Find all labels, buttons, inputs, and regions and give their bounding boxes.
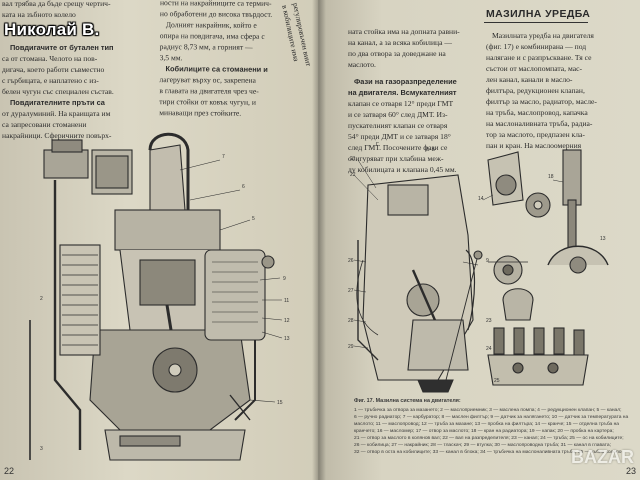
text-line: вал трябва да бъде срещу чертич-	[2, 0, 111, 8]
text-line: по два отвора за доведжане на	[348, 49, 446, 58]
svg-text:3: 3	[40, 446, 43, 452]
caption-line: маслото; 11 — маслопровод; 12 — тръба за…	[354, 422, 620, 427]
page-number-right: 23	[626, 466, 637, 476]
figure-marker: Г	[376, 142, 379, 148]
text-line: пускателният клапан се отваря	[348, 121, 448, 130]
text-line: осигуряват при хлабина меж-	[348, 154, 444, 163]
text-line: лен канал, канали в масло-	[486, 75, 573, 84]
text-line: на тръба, маслопровод, капачка	[486, 108, 588, 117]
svg-text:26: 26	[348, 258, 354, 264]
svg-text:21: 21	[350, 156, 356, 162]
text-line: след ГМТ. Посочените фази се	[348, 143, 448, 152]
text-line: с гърбицата, е наплатено с из-	[2, 76, 99, 85]
text-line: на маслоналивната тръба, радиа-	[486, 119, 593, 128]
text-line: Фази на газоразпределение	[354, 77, 457, 86]
text-line: филтър за масло, радиатор, масле-	[486, 97, 597, 106]
text-line: белен чугун със специален състав.	[2, 87, 114, 96]
engine-section-figure: 7 6 5 9 11 12 13 15 2 3	[29, 132, 290, 461]
svg-text:9: 9	[486, 258, 489, 264]
caption-line: 26 — кобилица; 27 — накрайник; 28 — тлас…	[354, 443, 611, 448]
text-line: тор за маслото, предпазен кла-	[486, 130, 585, 139]
text-line: ката на зъбното колело	[2, 10, 76, 19]
left-page: вал трябва да бъде срещу чертич- ката на…	[0, 0, 318, 480]
text-line: са от стомана. Челото на пов-	[2, 54, 98, 63]
svg-text:14: 14	[478, 196, 484, 202]
svg-text:15: 15	[277, 400, 283, 406]
text-line: налягане и с разпръскване. Тя се	[486, 53, 592, 62]
text-line: клапан се отваря 12° преди ГМТ	[348, 99, 454, 108]
text-line: ду кобилицата и клапана 0,45 мм.	[348, 165, 457, 174]
svg-text:29: 29	[348, 344, 354, 350]
caption-title: Фиг. 17. Мазилна система на двигателя:	[354, 398, 461, 404]
text-line: Повдигателните пръти са	[10, 98, 105, 107]
text-line: 54° преди ДМТ и се затваря 18°	[348, 132, 451, 141]
svg-text:28: 28	[348, 318, 354, 324]
caption-line: кранчето; 16 — масломер; 17 — отвор за м…	[354, 429, 614, 434]
svg-text:7: 7	[222, 154, 225, 160]
text-line: Мазилната уредба на двигателя	[492, 31, 594, 40]
svg-text:2: 2	[40, 296, 43, 302]
svg-text:18: 18	[548, 174, 554, 180]
brand-watermark-logo: BAZAR	[571, 447, 634, 467]
svg-text:25: 25	[494, 378, 500, 384]
text-line: състои от маслопомпата, мас-	[486, 64, 583, 73]
svg-text:12: 12	[284, 318, 290, 324]
text-line: (фиг. 17) е комбинирана — под	[486, 42, 587, 51]
heading-underline	[484, 22, 588, 23]
text-line: от дуралуминий. На краищата им	[2, 109, 111, 118]
text-line: дигача, което работи съвместно	[2, 65, 105, 74]
page-number-left: 22	[4, 466, 15, 476]
lubrication-system-figure: 21 22 26 27 28 29 14 18 9 13 23 24 25 Б-Б Г	[348, 142, 609, 393]
text-line: накрайници. Сферичните повърх-	[2, 131, 112, 140]
text-line: са запресовани стоманени	[2, 120, 87, 129]
svg-text:5: 5	[252, 216, 255, 222]
svg-text:13: 13	[284, 336, 290, 342]
svg-text:27: 27	[348, 288, 354, 294]
text-line: Повдигачите от бутален тип	[10, 43, 114, 52]
caption-line: 1 — тръбичка за отвора за мазането; 2 — …	[354, 408, 622, 413]
right-page: ната стойка има на допната равни- на кан…	[318, 0, 640, 480]
svg-text:22: 22	[350, 172, 356, 178]
text-line: ната стойка има на допната равни-	[348, 27, 460, 36]
svg-text:13: 13	[600, 236, 606, 242]
section-label: Б-Б	[426, 147, 435, 153]
svg-text:6: 6	[242, 184, 245, 190]
book-gutter	[312, 0, 326, 480]
svg-text:9: 9	[283, 276, 286, 282]
text-line: на двигателя. Всмукателният	[348, 88, 457, 97]
text-line: и се затваря 60° след ДМТ. Из-	[348, 110, 448, 119]
svg-text:11: 11	[284, 298, 289, 304]
text-line: маслото.	[348, 60, 376, 69]
caption-line: 6 — ручно радиатор; 7 — карбуратор; 8 — …	[354, 415, 629, 420]
seller-watermark: Николай В.	[4, 20, 100, 39]
text-line: на канал, а за всяка кобилица —	[348, 38, 452, 47]
svg-text:24: 24	[486, 346, 492, 352]
section-heading: МАЗИЛНА УРЕДБА	[486, 8, 591, 20]
caption-line: 21 — отвор за маслото в колянов вал; 22 …	[354, 436, 624, 441]
caption-line: 32 — отвор в оста на кобилиците; 33 — ка…	[354, 450, 622, 455]
text-line: пан и кран. На маслоомерния	[486, 141, 582, 150]
svg-text:23: 23	[486, 318, 492, 324]
text-line: филтъра, редукционен клапан,	[486, 86, 585, 95]
